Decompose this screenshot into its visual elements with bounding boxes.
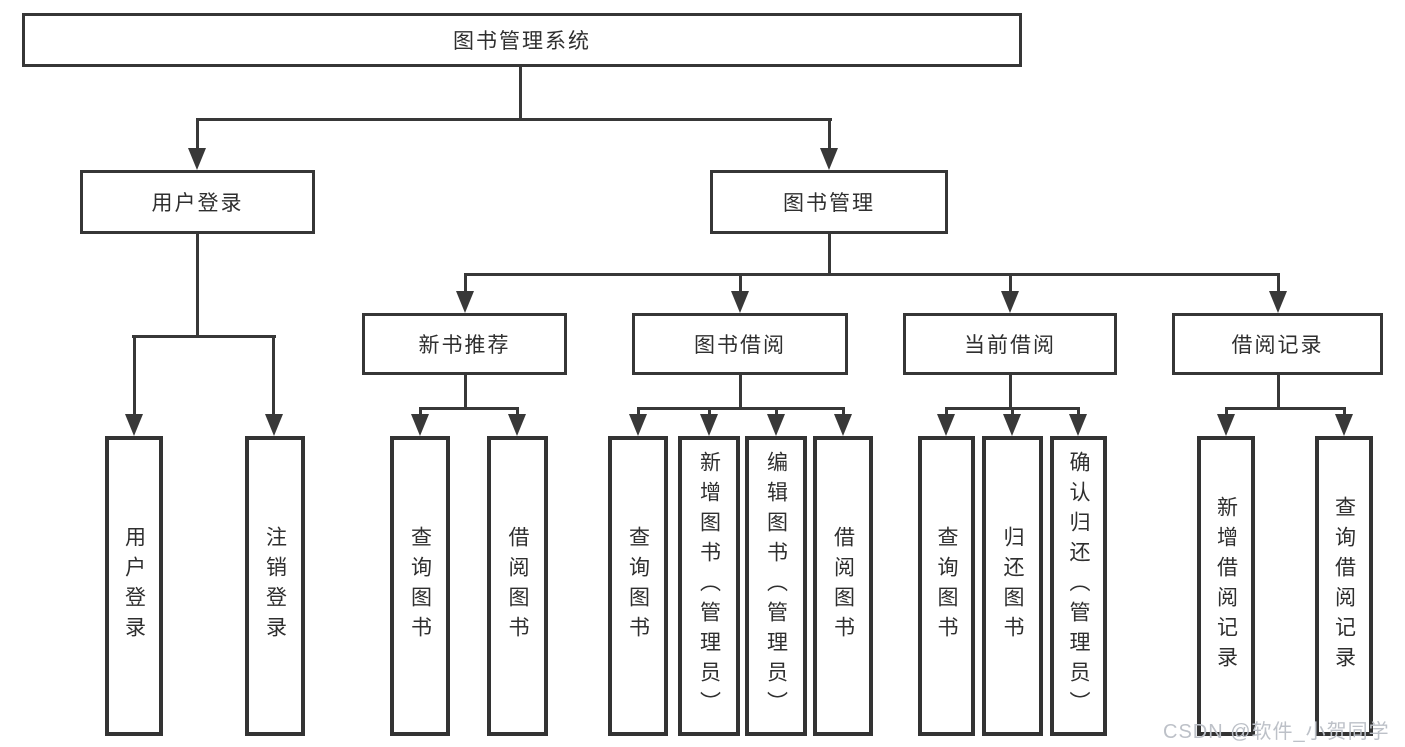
leaf-current-confirm-return-admin: 确认归还（管理员） bbox=[1050, 436, 1107, 736]
arrow-user-login bbox=[188, 148, 206, 170]
leaf-borrow-query-books-label: 查询图书 bbox=[626, 526, 650, 646]
leaf-newbook-borrow-books: 借阅图书 bbox=[487, 436, 548, 736]
node-root-library-system: 图书管理系统 bbox=[22, 13, 1022, 67]
connector-userlogin-hline bbox=[132, 335, 276, 338]
leaf-logout: 注销登录 bbox=[245, 436, 305, 736]
leaf-current-return-books-label: 归还图书 bbox=[1001, 526, 1024, 646]
arrow-cb2 bbox=[1003, 414, 1021, 436]
leaf-records-query-record: 查询借阅记录 bbox=[1315, 436, 1373, 736]
node-current-borrow: 当前借阅 bbox=[903, 313, 1117, 375]
arrow-br2 bbox=[1335, 414, 1353, 436]
leaf-current-query-books-label: 查询图书 bbox=[935, 526, 958, 646]
node-new-book-recommend: 新书推荐 bbox=[362, 313, 567, 375]
connector-root-stem bbox=[519, 67, 522, 119]
leaf-user-login: 用户登录 bbox=[105, 436, 163, 736]
arrow-cb3 bbox=[1069, 414, 1087, 436]
connector-drop-current-borrow bbox=[1009, 276, 1012, 292]
leaf-newbook-query-books: 查询图书 bbox=[390, 436, 450, 736]
connector-bookborrow-hline bbox=[637, 407, 845, 410]
connector-drop-borrow-records bbox=[1277, 276, 1280, 292]
leaf-records-add-record: 新增借阅记录 bbox=[1197, 436, 1255, 736]
connector-bookborrow-stem bbox=[739, 375, 742, 409]
leaf-current-confirm-return-admin-label: 确认归还（管理员） bbox=[1067, 451, 1090, 721]
connector-newbook-hline bbox=[419, 407, 519, 410]
leaf-newbook-borrow-books-label: 借阅图书 bbox=[506, 526, 529, 646]
arrow-nb1 bbox=[411, 414, 429, 436]
leaf-borrow-query-books: 查询图书 bbox=[608, 436, 668, 736]
connector-newbook-stem bbox=[464, 375, 467, 409]
node-book-management: 图书管理 bbox=[710, 170, 948, 234]
leaf-current-query-books: 查询图书 bbox=[918, 436, 975, 736]
leaf-borrow-add-books-admin-label: 新增图书（管理员） bbox=[697, 451, 721, 721]
connector-drop-leaf-login bbox=[133, 338, 136, 416]
connector-level3-hline bbox=[464, 273, 1280, 276]
leaf-borrow-edit-books-admin: 编辑图书（管理员） bbox=[745, 436, 807, 736]
connector-drop-new-book bbox=[464, 276, 467, 292]
arrow-bb3 bbox=[767, 414, 785, 436]
arrow-current-borrow bbox=[1001, 291, 1019, 313]
arrow-new-book bbox=[456, 291, 474, 313]
connector-drop-user-login bbox=[196, 121, 199, 150]
leaf-records-add-record-label: 新增借阅记录 bbox=[1214, 496, 1238, 676]
leaf-logout-label: 注销登录 bbox=[263, 526, 287, 646]
connector-currentborrow-hline bbox=[945, 407, 1080, 410]
node-user-login: 用户登录 bbox=[80, 170, 315, 234]
arrow-br1 bbox=[1217, 414, 1235, 436]
arrow-leaf-login bbox=[125, 414, 143, 436]
arrow-bb4 bbox=[834, 414, 852, 436]
arrow-book-management bbox=[820, 148, 838, 170]
arrow-borrow-records bbox=[1269, 291, 1287, 313]
connector-records-hline bbox=[1225, 407, 1346, 410]
connector-bookmgmt-stem bbox=[828, 234, 831, 275]
connector-drop-book-borrow bbox=[739, 276, 742, 292]
csdn-watermark: CSDN @软件_小贺同学 bbox=[1163, 721, 1390, 743]
leaf-user-login-label: 用户登录 bbox=[122, 526, 146, 646]
leaf-borrow-borrow-books: 借阅图书 bbox=[813, 436, 873, 736]
connector-drop-book-management bbox=[828, 121, 831, 150]
leaf-newbook-query-books-label: 查询图书 bbox=[408, 526, 432, 646]
leaf-borrow-add-books-admin: 新增图书（管理员） bbox=[678, 436, 740, 736]
leaf-records-query-record-label: 查询借阅记录 bbox=[1332, 496, 1356, 676]
arrow-nb2 bbox=[508, 414, 526, 436]
node-borrow-records: 借阅记录 bbox=[1172, 313, 1383, 375]
arrow-bb2 bbox=[700, 414, 718, 436]
arrow-cb1 bbox=[937, 414, 955, 436]
arrow-bb1 bbox=[629, 414, 647, 436]
leaf-current-return-books: 归还图书 bbox=[982, 436, 1043, 736]
connector-drop-leaf-logout bbox=[272, 338, 275, 416]
connector-userlogin-stem bbox=[196, 234, 199, 335]
connector-records-stem bbox=[1277, 375, 1280, 409]
connector-currentborrow-stem bbox=[1009, 375, 1012, 409]
arrow-leaf-logout bbox=[265, 414, 283, 436]
arrow-book-borrow bbox=[731, 291, 749, 313]
leaf-borrow-edit-books-admin-label: 编辑图书（管理员） bbox=[764, 451, 788, 721]
leaf-borrow-borrow-books-label: 借阅图书 bbox=[831, 526, 855, 646]
connector-level2-hline bbox=[196, 118, 832, 121]
node-book-borrow: 图书借阅 bbox=[632, 313, 848, 375]
